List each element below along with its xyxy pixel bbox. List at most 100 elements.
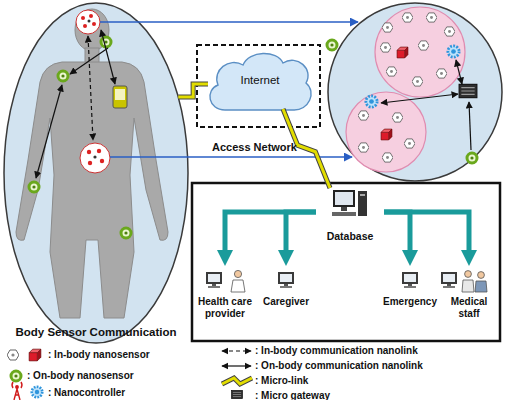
node-label: Body Sensor Communication [3,326,189,339]
abdomen-sensor-cluster [80,143,110,173]
on-body-sensor [121,228,131,238]
nano-network [381,60,471,150]
head-sensor-cluster [76,10,100,34]
legend-text: : On-body communication nanolink [255,360,423,372]
node-label: Health care provider [192,296,258,319]
nano-network [392,113,403,122]
head-sensor-cluster [76,10,100,34]
nano-network [358,143,369,152]
flow-arrow [225,212,316,258]
link-label: Access Network [212,141,297,154]
flow-arrow [384,212,469,258]
nano-network [381,129,392,140]
on-body-sensor [29,37,131,238]
nano-network [381,94,458,103]
human-body [16,62,168,318]
legend-symbol [16,386,18,388]
legend-symbol [14,389,20,400]
legend-symbol [222,365,251,366]
nano-network [366,96,377,107]
database-icon [335,192,353,205]
nano-network [358,111,369,120]
database-icon [333,190,355,207]
nano-network [418,41,429,50]
legend-text: : Nanocontroller [48,387,125,399]
nano-network [404,139,415,148]
legend-symbol [7,350,19,360]
legend-text: : Micro gateway [255,390,330,400]
flow-arrow [384,212,469,258]
head-sensor-cluster [92,22,96,26]
flow-arrow [225,212,316,258]
terminal-icon [478,272,485,279]
body-gateway-phone [113,86,127,108]
nano-network [467,153,477,163]
abdomen-sensor-cluster [93,155,96,158]
terminal-icon [234,270,241,277]
node-label: Internet [205,74,315,87]
terminal-icon [441,272,457,288]
legend-symbol [32,387,43,398]
database-icon [360,194,365,196]
node-label: Emergency [380,296,440,308]
node-label: Medical staff [440,296,498,319]
legend-symbol [12,382,22,400]
nano-network [382,153,393,162]
flow-arrow [286,212,316,258]
legend-symbol [29,349,41,361]
database-icon [332,212,356,216]
abdomen-sensor-cluster [87,150,91,154]
head-sensor-cluster [88,20,91,23]
terminal-icon [206,272,222,288]
nano-network [456,60,462,84]
on-body-sensor [58,71,68,81]
on-body-sensor [101,37,111,47]
flow-arrow [384,212,410,258]
legend-text: : In-body communication nanolink [255,345,418,357]
legend-text: : In-body nanosensor [48,349,150,361]
terminal-icon [206,270,487,292]
nano-network [402,13,413,22]
legend-symbol [232,390,243,398]
flow-arrow [384,212,410,258]
ellipse-outline [4,3,188,343]
nano-network [375,7,465,97]
terminal-icon [462,280,474,292]
terminal-icon [475,281,487,292]
abdomen-sensor-cluster [97,149,101,153]
body-gateway-phone [115,89,125,100]
network-frame [197,45,320,127]
internet-cloud: Internet [205,48,315,114]
legend-symbol [11,371,21,381]
legend-symbol [222,350,251,351]
abdomen-sensor-cluster [80,143,110,173]
on-body-sensor [29,182,39,192]
body-nanolink [70,48,108,74]
head-sensor-cluster [81,16,85,20]
database-icon [358,191,367,216]
human-body [16,9,168,318]
terminal-icon [278,272,294,288]
body-nanolink [101,30,115,84]
nano-network [328,3,502,181]
legend-symbol [7,349,252,400]
micro-link-bolt [178,84,208,97]
terminal-node: Health care provider [192,266,258,320]
nano-network [444,27,455,36]
micro-link [178,84,208,97]
nano-network [382,23,393,32]
terminal-icon [465,271,472,278]
nano-network [436,69,447,78]
nano-network [426,13,437,22]
legend-symbol [222,378,252,384]
legend-symbol [222,378,252,384]
server-frame [192,183,500,341]
node-label: Database [316,230,384,242]
legend-symbol [12,382,22,388]
terminal-icon [402,272,418,288]
nano-network [397,47,408,58]
terminal-icon [231,280,245,292]
